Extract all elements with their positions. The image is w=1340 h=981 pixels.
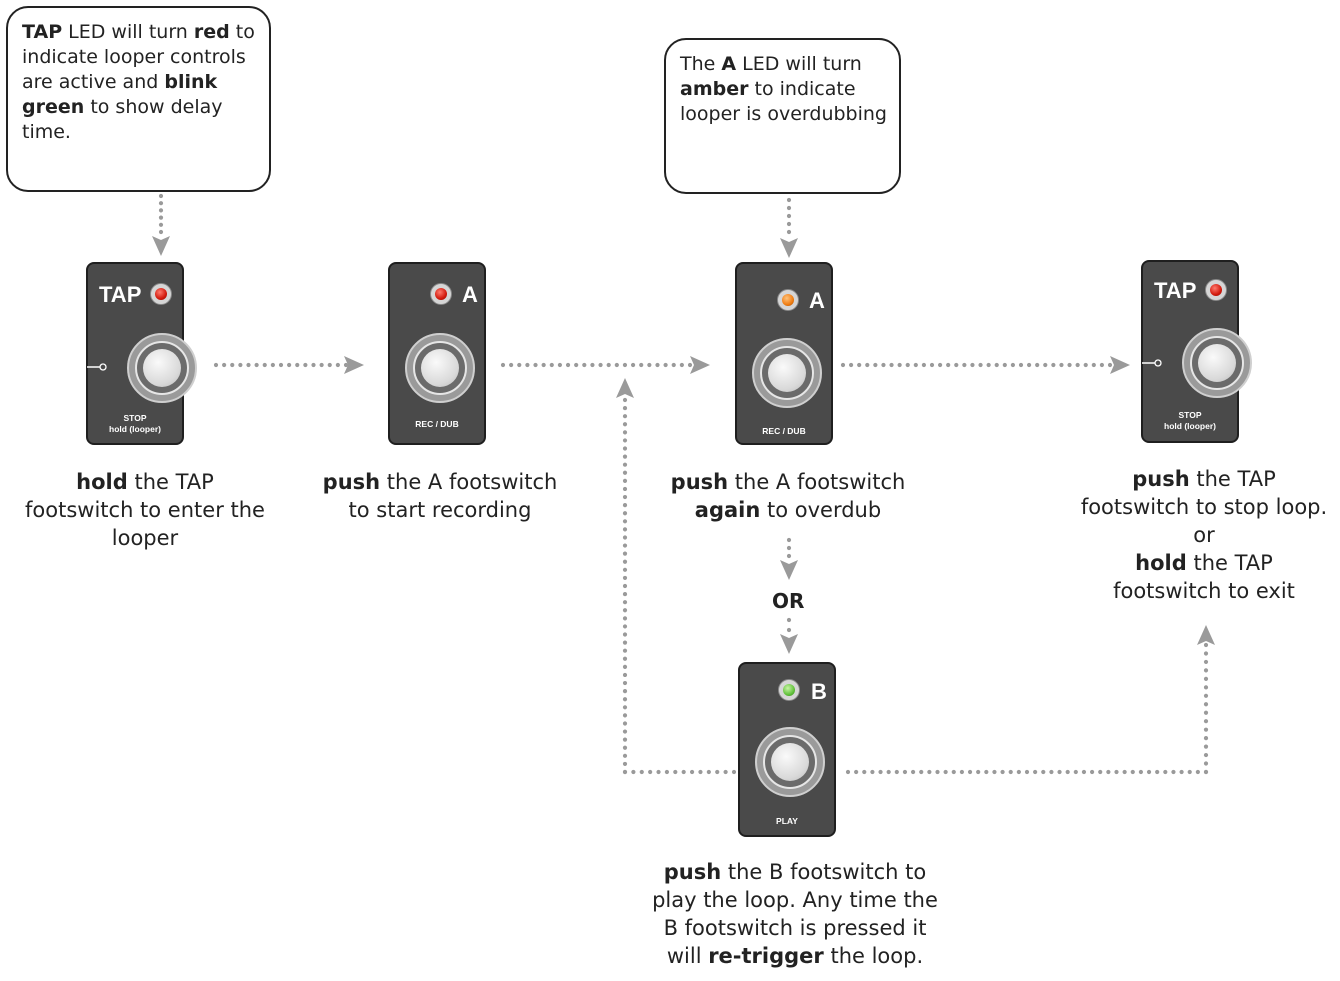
text-run: footswitch to exit — [1113, 579, 1295, 603]
func-line-1: STOP — [1178, 410, 1202, 420]
text-run: LED will turn — [62, 21, 194, 43]
tap-led-icon — [1205, 279, 1227, 301]
pedal-name: TAP — [1154, 278, 1197, 303]
arrowhead-icon — [780, 238, 798, 258]
func-line-1: REC / DUB — [762, 426, 806, 436]
a-footswitch-pedal-overdub[interactable]: A REC / DUB — [735, 262, 833, 445]
text-run: to overdub — [760, 498, 882, 522]
text-run: footswitch to stop loop. — [1080, 495, 1328, 519]
text-run: the TAP — [1186, 551, 1273, 575]
text-run: looper — [111, 526, 179, 550]
text-run: The — [680, 53, 722, 75]
pedal-function-label: REC / DUB — [737, 426, 831, 437]
footswitch-icon[interactable] — [752, 338, 822, 408]
a-led-icon — [430, 283, 452, 305]
pedal-function-label: STOP hold (looper) — [1143, 410, 1237, 432]
arrowhead-icon — [344, 356, 364, 374]
text-run: the A footswitch — [380, 470, 558, 494]
func-line-2: hold (looper) — [109, 424, 161, 434]
emphasis-text: A — [721, 53, 737, 75]
func-line-1: PLAY — [776, 816, 798, 826]
text-run: the A footswitch — [728, 470, 906, 494]
emphasis-text: hold — [1135, 551, 1187, 575]
pedal-function-label: PLAY — [740, 816, 834, 827]
tap-led-icon — [150, 283, 172, 305]
tap-led-callout: TAP LED will turn red to indicate looper… — [6, 6, 271, 192]
text-run: to indicate looper is overdubbing — [680, 78, 887, 125]
arrowhead-icon — [690, 356, 710, 374]
text-run: to start recording — [348, 498, 532, 522]
text-run: footswitch to enter the — [25, 498, 265, 522]
pedal-name: A — [462, 282, 478, 307]
emphasis-text: red — [193, 21, 230, 43]
emphasis-text: push — [1132, 467, 1190, 491]
step1-caption: hold the TAP footswitch to enter the loope… — [10, 468, 280, 552]
b-led-icon — [778, 679, 800, 701]
pedal-name: A — [809, 288, 825, 313]
arrowhead-icon — [780, 560, 798, 580]
arrowhead-icon — [780, 634, 798, 654]
emphasis-text: again — [694, 498, 761, 522]
arrowhead-icon — [1110, 356, 1130, 374]
jack-icon — [87, 363, 107, 371]
step3-caption: push the A footswitch again to overdub — [653, 468, 923, 524]
or-label: OR — [772, 589, 805, 613]
emphasis-text: TAP — [22, 21, 63, 43]
tap-footswitch-pedal[interactable]: TAP STOP hold (looper) — [86, 262, 197, 445]
emphasis-text: hold — [76, 470, 128, 494]
a-footswitch-pedal-record[interactable]: A REC / DUB — [388, 262, 486, 445]
func-line-1: STOP — [123, 413, 147, 423]
arrowhead-icon — [152, 236, 170, 256]
emphasis-text: push — [670, 470, 729, 494]
pedal-function-label: REC / DUB — [390, 419, 484, 430]
func-line-2: hold (looper) — [1164, 421, 1216, 431]
text-run: the B footswitch to — [721, 860, 927, 884]
text-run: or — [1193, 523, 1215, 547]
pedal-name: TAP — [99, 282, 142, 307]
a-led-amber-icon — [777, 289, 799, 311]
step5-caption: push the B footswitch to play the loop. A… — [640, 858, 950, 970]
footswitch-icon[interactable] — [755, 727, 825, 797]
tap-footswitch-pedal-stop[interactable]: TAP STOP hold (looper) — [1141, 260, 1252, 443]
emphasis-text: blink green — [22, 71, 218, 118]
emphasis-text: push — [322, 470, 381, 494]
pedal-function-label: STOP hold (looper) — [88, 413, 182, 435]
footswitch-icon[interactable] — [405, 333, 475, 403]
text-run: will — [666, 944, 709, 968]
footswitch-icon[interactable] — [127, 333, 197, 403]
step2-caption: push the A footswitch to start recording — [305, 468, 575, 524]
arrowhead-icon — [1197, 625, 1215, 645]
text-run: the TAP — [1189, 467, 1276, 491]
text-run: the TAP — [127, 470, 214, 494]
pedal-name: B — [811, 679, 827, 704]
a-led-callout: The A LED will turn amber to indicate lo… — [664, 38, 901, 194]
func-line-1: REC / DUB — [415, 419, 459, 429]
text-run: play the loop. Any time the — [652, 888, 938, 912]
text-run: to show delay time. — [22, 96, 223, 143]
jack-icon — [1142, 359, 1162, 367]
text-run: the loop. — [823, 944, 924, 968]
arrowhead-icon — [616, 378, 634, 398]
emphasis-text: push — [663, 860, 722, 884]
emphasis-text: amber — [680, 78, 749, 100]
b-footswitch-pedal[interactable]: B PLAY — [738, 662, 836, 837]
footswitch-icon[interactable] — [1182, 328, 1252, 398]
text-run: to indicate looper controls are active a… — [22, 21, 255, 93]
emphasis-text: re-trigger — [708, 944, 824, 968]
text-run: B footswitch is pressed it — [663, 916, 927, 940]
text-run: LED will turn — [736, 53, 862, 75]
